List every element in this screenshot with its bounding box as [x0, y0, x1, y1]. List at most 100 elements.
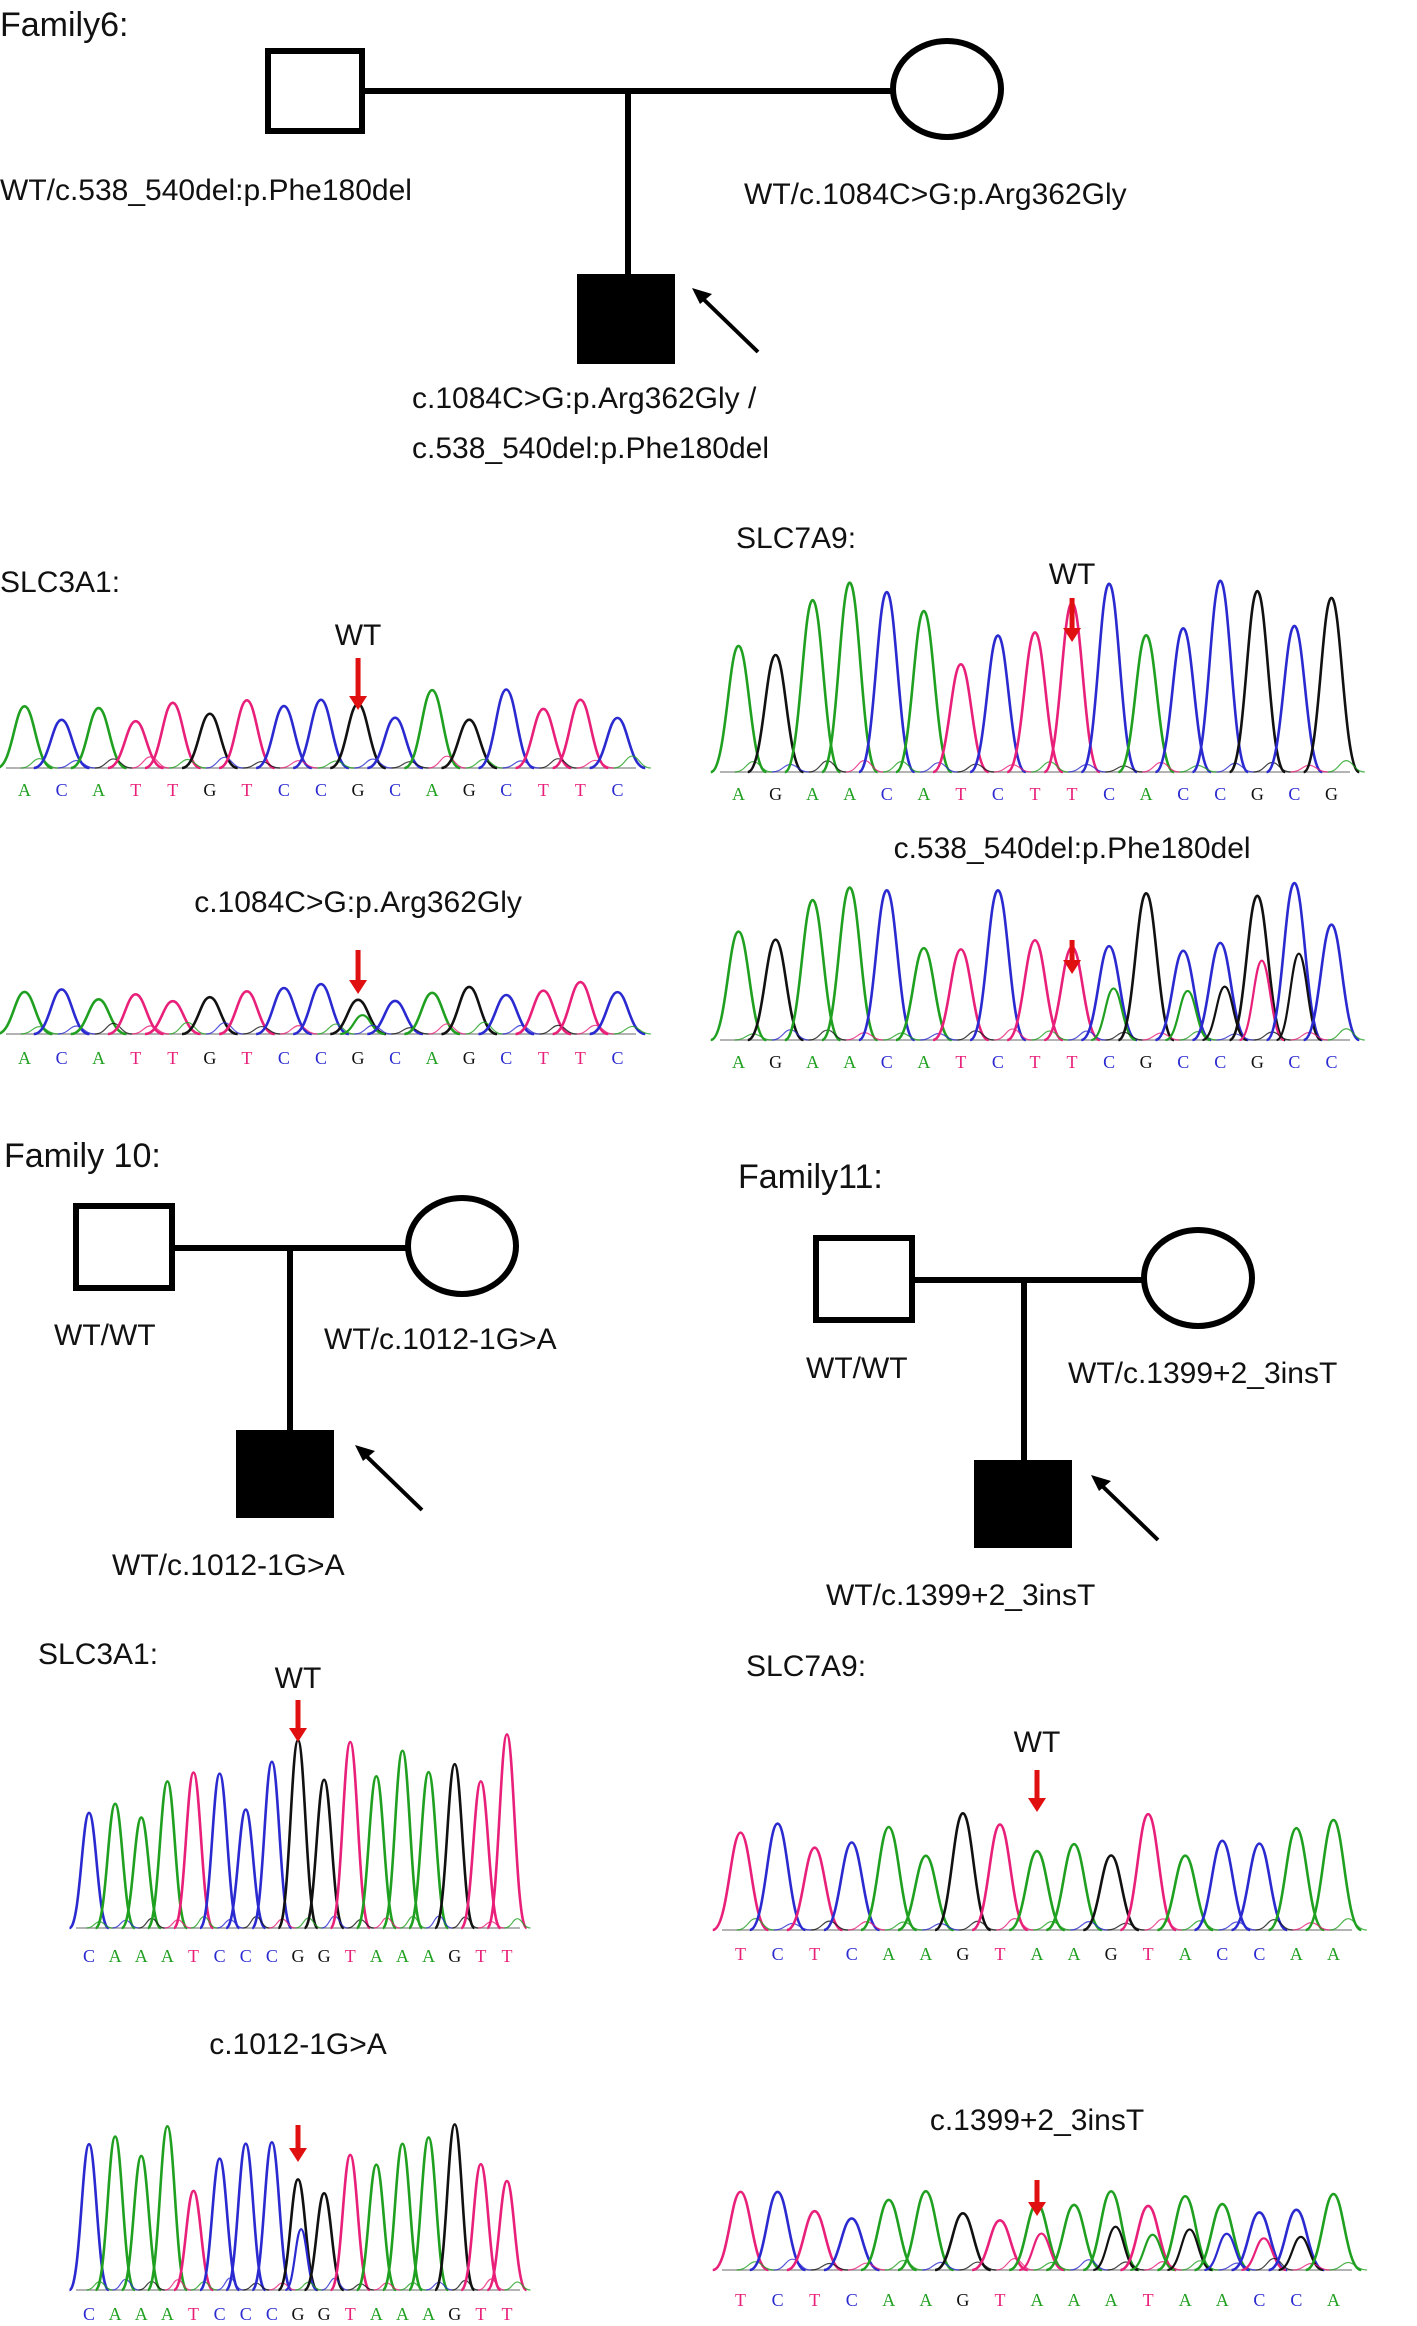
peak-A	[783, 598, 842, 774]
trace-label: WT	[1014, 1726, 1061, 1759]
peak-T	[172, 2189, 215, 2292]
base-call-C: C	[500, 1048, 512, 1068]
noise-trace	[164, 2279, 192, 2291]
base-call-A: A	[370, 1946, 383, 1966]
base-call-C: C	[846, 1944, 858, 1964]
base-call-C: C	[772, 2290, 784, 2310]
peak-G	[277, 2178, 319, 2292]
noise-trace	[1179, 764, 1217, 773]
noise-trace	[1033, 1920, 1071, 1931]
noise-trace	[428, 1023, 466, 1035]
family11-father-symbol	[813, 1235, 915, 1323]
peak-A	[355, 2163, 398, 2292]
peak-A	[70, 998, 127, 1036]
noise-trace	[1144, 2261, 1182, 2271]
peak-C	[589, 990, 646, 1036]
peak-A	[404, 991, 461, 1036]
trace-label: WT	[335, 619, 382, 652]
peak-C	[1154, 626, 1212, 774]
noise-trace	[1144, 1918, 1182, 1931]
peak-C	[589, 716, 646, 770]
peak-C	[224, 1808, 267, 1930]
base-call-G: G	[1251, 784, 1264, 804]
family6-proband-symbol	[577, 274, 675, 364]
peak-G	[1228, 894, 1286, 1042]
noise-trace	[1179, 1030, 1217, 1041]
peak-T	[144, 701, 202, 770]
base-call-C: C	[278, 1048, 290, 1068]
noise-trace	[885, 1921, 923, 1931]
base-call-A: A	[917, 1052, 930, 1072]
noise-trace	[1181, 1920, 1219, 1931]
base-call-C: C	[389, 780, 401, 800]
peak-A	[146, 2125, 189, 2292]
peak-C	[969, 634, 1027, 774]
peak-C	[1191, 941, 1249, 1042]
noise-trace	[502, 760, 540, 769]
base-call-C: C	[83, 2304, 95, 2324]
family6-father-genotype: WT/c.538_540del:p.Phe180del	[0, 174, 412, 207]
noise-trace	[1070, 1921, 1108, 1931]
peak-C	[292, 982, 350, 1036]
noise-trace	[1329, 1918, 1367, 1931]
noise-trace	[736, 2261, 774, 2271]
peak-C	[367, 999, 424, 1036]
base-call-A: A	[1290, 1944, 1303, 1964]
base-call-T: T	[538, 780, 549, 800]
peak-A	[403, 688, 461, 770]
base-call-T: T	[241, 780, 252, 800]
peak-T	[971, 2218, 1029, 2272]
base-call-G: G	[203, 1048, 216, 1068]
noise-trace	[94, 1022, 133, 1035]
base-call-A: A	[422, 1946, 435, 1966]
base-call-A: A	[109, 1946, 122, 1966]
peak-C	[1191, 579, 1250, 774]
peak-A	[1045, 1842, 1103, 1932]
peak-G	[1228, 589, 1287, 774]
peak-T	[459, 1780, 502, 1930]
noise-trace	[206, 756, 244, 769]
base-call-A: A	[1105, 2290, 1118, 2310]
noise-trace	[1107, 2261, 1145, 2271]
base-call-C: C	[611, 780, 623, 800]
family6-proband-arrow-line	[694, 290, 760, 354]
base-call-A: A	[843, 784, 856, 804]
noise-trace	[1068, 1030, 1106, 1041]
base-call-A: A	[1140, 784, 1153, 804]
trace-label: WT	[275, 1662, 322, 1695]
peak-G	[329, 998, 387, 1036]
base-call-C: C	[1177, 784, 1189, 804]
noise-trace	[20, 1025, 58, 1035]
gene-label-slc3a1-bottom: SLC3A1:	[38, 1638, 158, 1671]
base-call-T: T	[1143, 1944, 1154, 1964]
base-call-T: T	[809, 1944, 820, 1964]
pedigree-family6: Family6: WT/c.538_540del:p.Phe180del WT/…	[0, 6, 1127, 465]
base-call-A: A	[1031, 1944, 1044, 1964]
peak-T	[552, 698, 609, 770]
family10-father-symbol	[73, 1203, 175, 1291]
noise-trace	[354, 1024, 392, 1035]
base-call-T: T	[575, 780, 586, 800]
base-call-A: A	[919, 1944, 932, 1964]
noise-trace	[810, 2262, 849, 2271]
peak-G	[934, 1812, 992, 1932]
base-call-C: C	[56, 780, 68, 800]
noise-trace	[994, 1028, 1032, 1041]
base-call-T: T	[345, 1946, 356, 1966]
base-call-T: T	[735, 2290, 746, 2310]
base-call-C: C	[500, 780, 512, 800]
peak-G	[441, 985, 498, 1036]
noise-trace	[478, 2278, 505, 2291]
peak-C	[1231, 2211, 1288, 2272]
noise-trace	[885, 2259, 923, 2271]
base-call-A: A	[919, 2290, 932, 2310]
peak-T	[932, 948, 990, 1042]
base-call-C: C	[83, 1946, 95, 1966]
peak-C	[33, 988, 90, 1036]
base-call-C: C	[1214, 784, 1226, 804]
peak-T	[144, 999, 201, 1036]
base-call-T: T	[955, 784, 966, 804]
base-call-A: A	[426, 780, 439, 800]
variant-arrow-head	[289, 2148, 307, 2162]
